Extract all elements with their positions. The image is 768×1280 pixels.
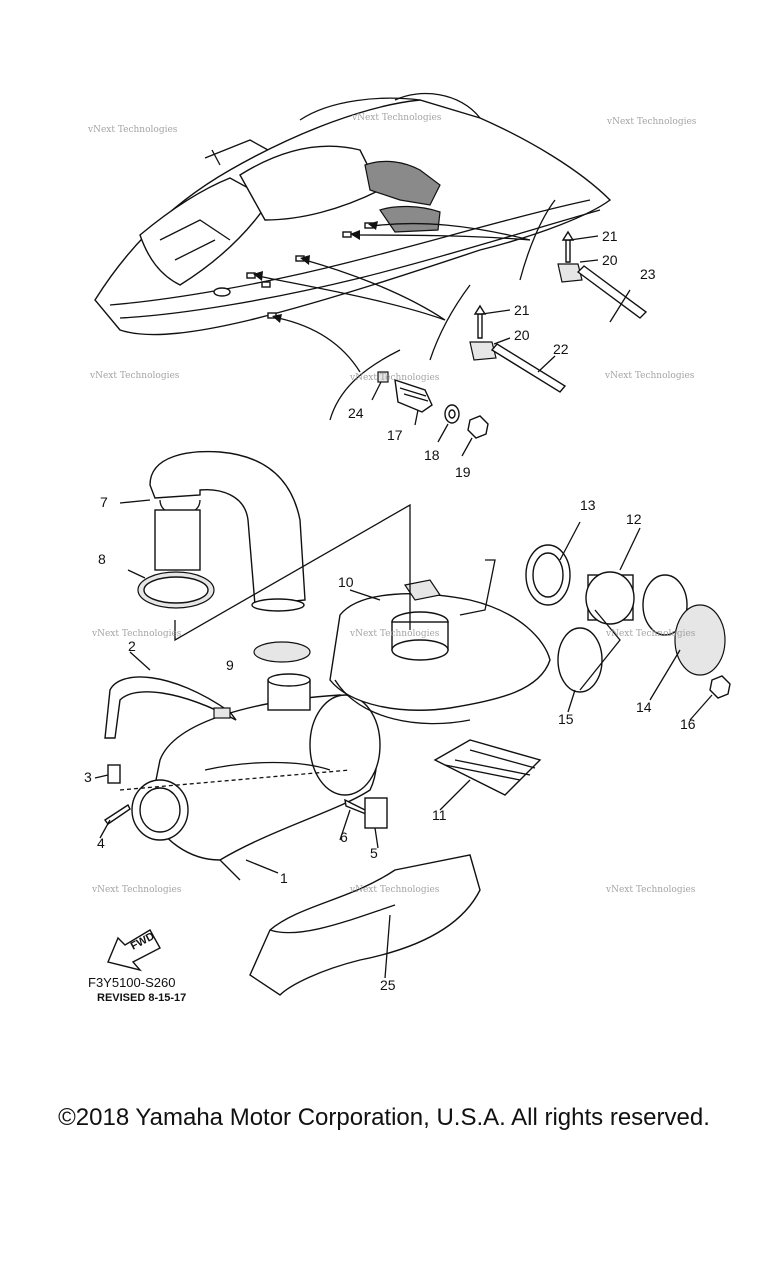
- callout-21b: 21: [514, 302, 530, 318]
- muffler-drawing: [131, 641, 381, 881]
- diagram-code-block: F3Y5100-S260 REVISED 8-15-17: [88, 975, 186, 1004]
- callout-labels: 1 2 3 4 5 6 7 8 9 10 11 12 13 14 15 16 1…: [84, 228, 696, 993]
- outlet-elbow-group: [525, 521, 731, 721]
- rear-guard-drawing: [249, 854, 481, 996]
- callout-25: 25: [380, 977, 396, 993]
- watermark: vNext Technologies: [604, 371, 695, 381]
- copyright-notice: ©2018 Yamaha Motor Corporation, U.S.A. A…: [58, 1104, 710, 1131]
- fastener-group-middle: [469, 304, 567, 393]
- watermark-layer: vNext Technologies vNext Technologies vN…: [87, 113, 697, 895]
- strap-drawing: [104, 651, 237, 739]
- callout-3: 3: [84, 769, 92, 785]
- callout-14: 14: [636, 699, 652, 715]
- drain-plug-group: [371, 371, 489, 457]
- watermark: vNext Technologies: [91, 885, 182, 895]
- callout-16: 16: [680, 716, 696, 732]
- bracket-and-bolts: [94, 764, 388, 849]
- watermark: vNext Technologies: [349, 629, 440, 639]
- callout-4: 4: [97, 835, 105, 851]
- watermark: vNext Technologies: [91, 629, 182, 639]
- callout-1: 1: [280, 870, 288, 886]
- watermark: vNext Technologies: [606, 117, 697, 127]
- watermark: vNext Technologies: [351, 113, 442, 123]
- callout-10: 10: [338, 574, 354, 590]
- watermark: vNext Technologies: [87, 125, 178, 135]
- callout-23: 23: [640, 266, 656, 282]
- watermark: vNext Technologies: [349, 885, 440, 895]
- callout-19: 19: [455, 464, 471, 480]
- callout-15: 15: [558, 711, 574, 727]
- callout-9: 9: [226, 657, 234, 673]
- callout-12: 12: [626, 511, 642, 527]
- hull-leader-arrows: [253, 199, 556, 421]
- callout-18: 18: [424, 447, 440, 463]
- fastener-group-upper: [557, 230, 648, 323]
- watermark: vNext Technologies: [349, 373, 440, 383]
- group-leader-lines: [174, 503, 621, 691]
- callout-6: 6: [340, 829, 348, 845]
- watermark: vNext Technologies: [605, 629, 696, 639]
- callout-8: 8: [98, 551, 106, 567]
- watermark: vNext Technologies: [89, 371, 180, 381]
- watermark: vNext Technologies: [605, 885, 696, 895]
- revision-note: REVISED 8-15-17: [97, 992, 186, 1004]
- callout-17: 17: [387, 427, 403, 443]
- callout-13: 13: [580, 497, 596, 513]
- callout-2: 2: [128, 638, 136, 654]
- callout-7: 7: [100, 494, 108, 510]
- callout-11: 11: [432, 807, 447, 823]
- callout-21a: 21: [602, 228, 618, 244]
- hose-and-clamp: [119, 450, 306, 612]
- fwd-arrow-icon: FWD: [107, 929, 161, 972]
- callout-22: 22: [553, 341, 569, 357]
- water-box-drawing: [329, 579, 551, 811]
- callout-5: 5: [370, 845, 378, 861]
- diagram-code: F3Y5100-S260: [88, 975, 175, 990]
- callout-20a: 20: [602, 252, 618, 268]
- callout-24: 24: [348, 405, 364, 421]
- callout-20b: 20: [514, 327, 530, 343]
- watercraft-hull-drawing: [94, 92, 612, 336]
